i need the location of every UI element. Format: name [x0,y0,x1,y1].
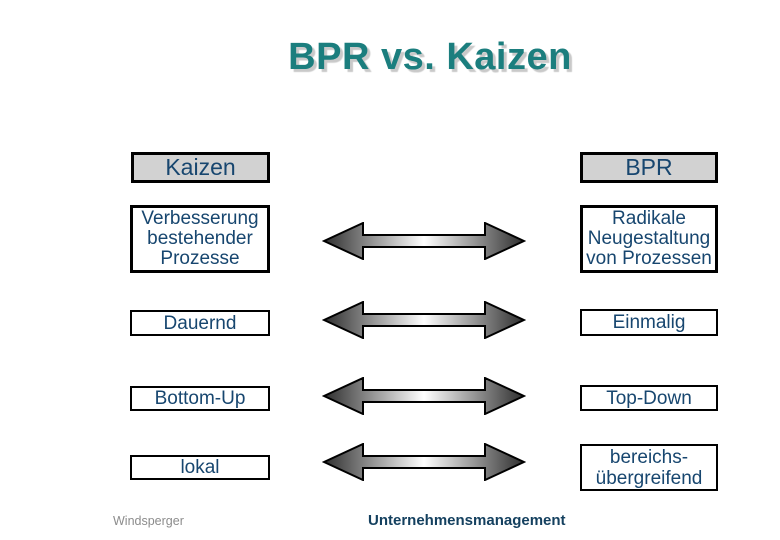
kaizen-attribute-label: Dauernd [163,312,237,334]
double-arrow-row-2 [322,301,526,339]
kaizen-attribute-box-scope: lokal [130,455,270,480]
kaizen-header-label: Kaizen [165,154,236,180]
kaizen-attribute-label: Verbesserung bestehender Prozesse [141,208,259,269]
double-arrow-icon [322,301,526,339]
bpr-header-label: BPR [625,154,673,180]
bpr-attribute-label: Top-Down [606,387,692,409]
slide-title: BPR vs. Kaizen [288,36,572,78]
bpr-attribute-label: Einmalig [612,312,686,333]
kaizen-attribute-box-direction: Bottom-Up [130,386,270,411]
bpr-attribute-label: Radikale Neugestaltung von Prozessen [586,208,712,269]
kaizen-attribute-box-processes: Verbesserung bestehender Prozesse [130,205,270,273]
bpr-header-box: BPR [580,152,718,183]
footer-course-title: Unternehmensmanagement [368,512,566,529]
double-arrow-icon [322,222,526,260]
footer-author: Windsperger [113,514,184,528]
kaizen-attribute-box-duration: Dauernd [130,310,270,336]
double-arrow-row-3 [322,377,526,415]
bpr-attribute-box-duration: Einmalig [580,309,718,336]
double-arrow-icon [322,377,526,415]
double-arrow-row-4 [322,443,526,481]
double-arrow-icon [322,443,526,481]
bpr-attribute-label: bereichs-übergreifend [595,446,703,489]
bpr-attribute-box-direction: Top-Down [580,385,718,411]
bpr-attribute-box-processes: Radikale Neugestaltung von Prozessen [580,205,718,273]
double-arrow-row-1 [322,222,526,260]
kaizen-attribute-label: lokal [180,457,220,478]
kaizen-header-box: Kaizen [131,152,270,183]
kaizen-attribute-label: Bottom-Up [154,388,246,409]
bpr-attribute-box-scope: bereichs-übergreifend [580,444,718,491]
